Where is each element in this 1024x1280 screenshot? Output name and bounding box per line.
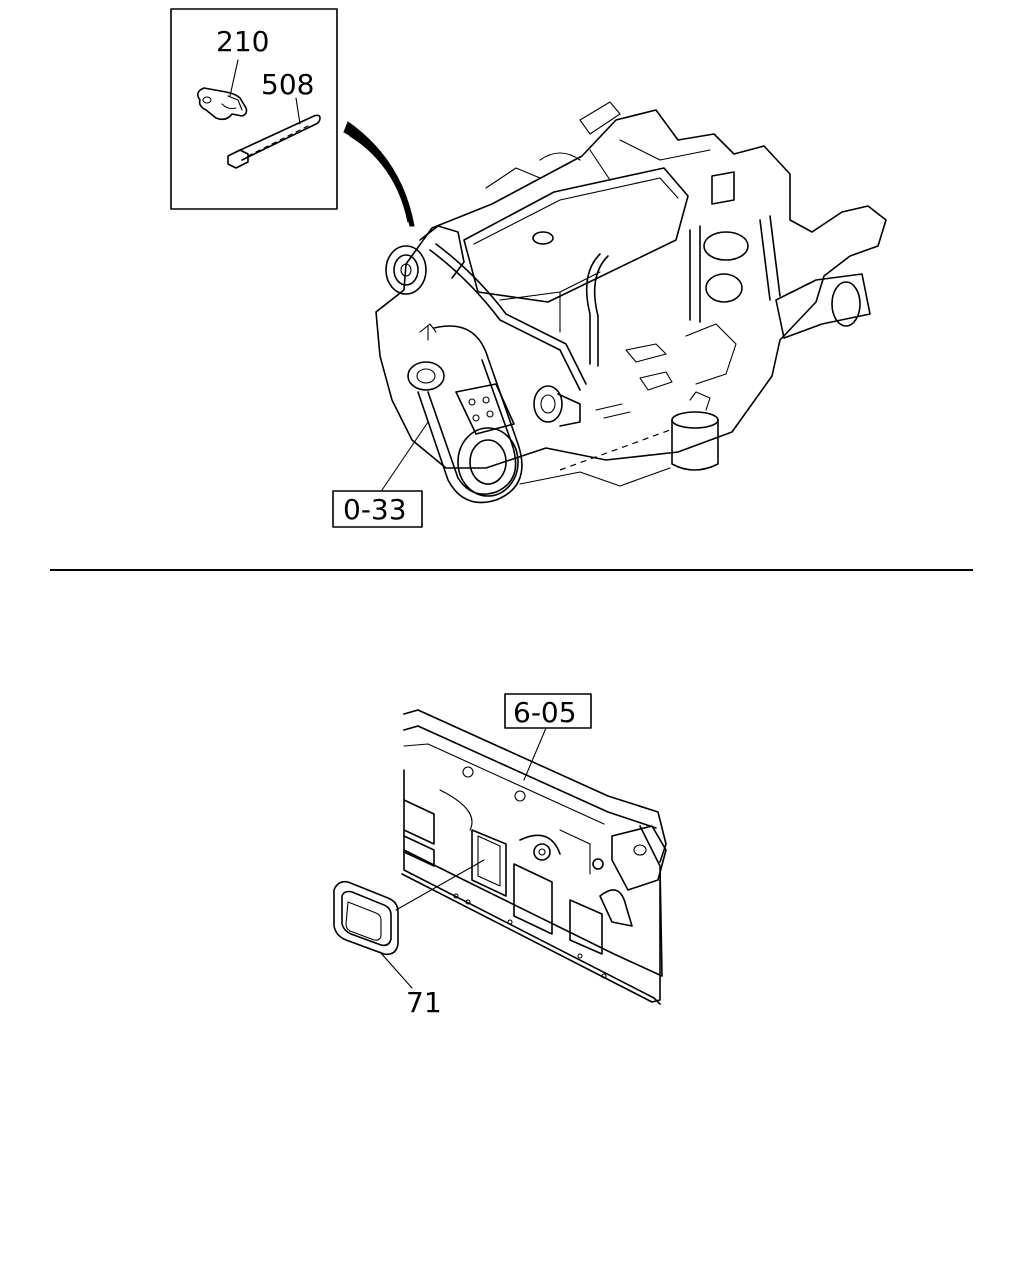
leader-210 xyxy=(229,59,239,97)
leader-508 xyxy=(295,97,301,125)
water-outlet xyxy=(775,273,871,339)
callout-6-05: 6-05 xyxy=(513,696,577,729)
engine-illustration xyxy=(375,101,887,504)
callout-210: 210 xyxy=(216,25,269,58)
belt-drive xyxy=(407,325,523,504)
idler-pulley xyxy=(533,385,581,427)
grommet-hole xyxy=(471,829,507,897)
ref-box-0-33: 0-33 xyxy=(332,490,423,528)
leader-71 xyxy=(379,951,413,989)
dash-panel-illustration xyxy=(401,709,667,1005)
leader-71-to-panel xyxy=(395,859,485,911)
filter-canister xyxy=(671,391,719,471)
inset-pointer-arrow xyxy=(343,121,415,227)
detail-inset-frame xyxy=(170,8,338,210)
ref-box-6-05: 6-05 xyxy=(504,693,592,729)
upper-pulley xyxy=(385,225,465,295)
cable-strap-part-508 xyxy=(227,114,321,169)
callout-71: 71 xyxy=(406,986,442,1019)
detail-inset: 210 508 xyxy=(170,8,338,210)
callout-0-33: 0-33 xyxy=(343,493,407,526)
clip-part-210 xyxy=(196,87,248,121)
callout-508: 508 xyxy=(261,68,314,101)
grommet-part-71 xyxy=(333,880,399,956)
leader-6-05 xyxy=(523,727,547,781)
leader-0-33 xyxy=(381,421,429,491)
